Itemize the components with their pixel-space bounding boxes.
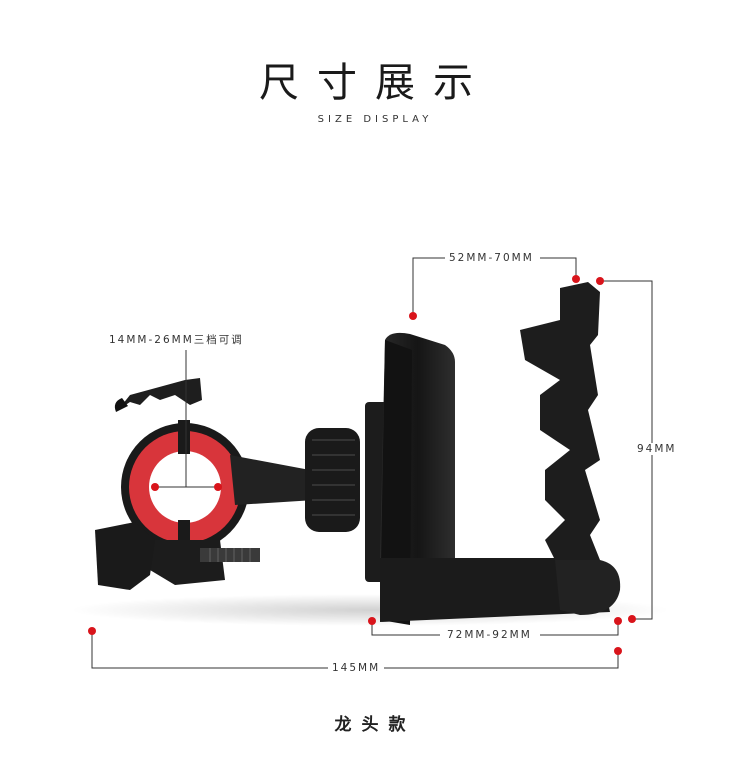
dimension-markers bbox=[88, 275, 636, 655]
dim-total-length: 145MM bbox=[329, 662, 384, 674]
handlebar-clamp bbox=[95, 378, 315, 590]
phone-cradle bbox=[365, 282, 621, 625]
page-subtitle: SIZE DISPLAY bbox=[317, 114, 433, 125]
page-title: 尺寸展示 bbox=[259, 60, 491, 106]
dim-base-width: 72MM-92MM bbox=[444, 629, 535, 641]
dim-clamp-range: 14MM-26MM三档可调 bbox=[106, 332, 247, 347]
dim-grip-width: 52MM-70MM bbox=[446, 252, 537, 264]
dim-height: 94MM bbox=[634, 443, 680, 455]
model-caption: 龙头款 bbox=[334, 715, 416, 735]
ball-joint-knob bbox=[305, 428, 360, 532]
